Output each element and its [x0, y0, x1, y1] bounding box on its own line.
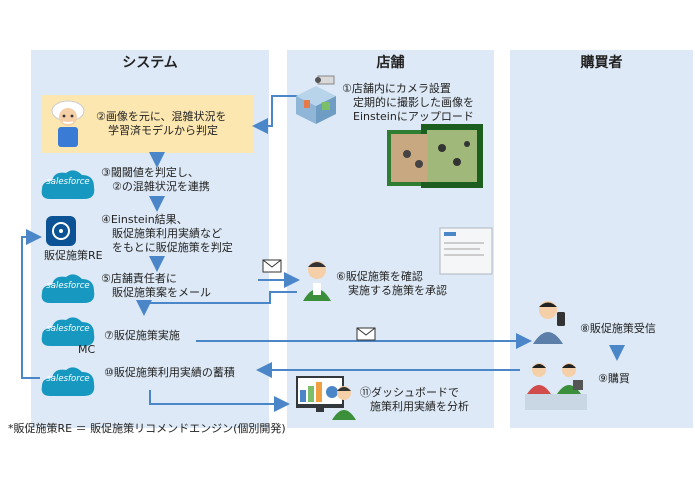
lane-title-system: システム [122, 55, 178, 71]
step-11-line-2: 施策利用実績を分析 [370, 400, 469, 413]
salesforce-logo: salesforce [40, 364, 96, 398]
salesforce-label: salesforce [46, 281, 90, 291]
dashboard-screen-icon [296, 376, 344, 412]
step-4-line-1: ④Einstein結果、 [101, 213, 188, 226]
lane-title-buyer: 購買者 [580, 55, 623, 71]
footnote: *販促施策RE ＝ 販促施策リコメンドエンジン(個別開発) [8, 422, 286, 435]
step-5-line-1: ⑤店舗責任者に [101, 272, 177, 285]
step-6-line-1: ⑥販促施策を確認 [336, 270, 423, 283]
salesforce-label: salesforce [46, 374, 90, 384]
mc-label: MC [78, 343, 96, 356]
salesforce-logo: salesforce [40, 167, 96, 201]
recommend-engine-icon [46, 216, 76, 246]
step-5-line-2: 販促施策案をメール [112, 286, 211, 299]
step-6-line-2: 実施する施策を承認 [348, 284, 447, 297]
step-3-line-1: ③閾閾値を判定し、 [101, 166, 199, 179]
salesforce-label: salesforce [46, 177, 90, 187]
arrow-feedback-loop [21, 229, 42, 379]
mail-icon [262, 259, 282, 273]
lane-title-store: 店舗 [376, 55, 405, 71]
salesforce-logo: salesforce [40, 271, 96, 305]
arrow-6-to-7 [136, 291, 297, 316]
mail-icon [356, 327, 376, 341]
salesforce-cloud-icon [41, 317, 95, 346]
step-10: ⑩販促施策利用実績の蓄積 [104, 366, 235, 379]
store-manager-icon [303, 261, 331, 301]
step-8: ⑧販促施策受信 [580, 322, 656, 335]
arrow-10-to-11 [149, 390, 290, 412]
step-7: ⑦販促施策実施 [104, 329, 180, 342]
proposal-document-image [439, 227, 493, 275]
step-2-line-2: 学習済モデルから判定 [108, 124, 218, 137]
step-4-line-2: 販促施策利用実績など [112, 227, 222, 240]
salesforce-cloud-icon [41, 367, 95, 396]
store-photos-image [387, 124, 483, 188]
step-3-line-2: ②の混雑状況を連携 [112, 180, 210, 193]
purchase-scene-icon [525, 363, 587, 410]
salesforce-label: salesforce [46, 324, 90, 334]
step-11-line-1: ⑪ダッシュボードで [360, 386, 459, 399]
salesforce-logo: salesforce [40, 314, 96, 348]
step-1-line-1: ①店舗内にカメラ設置 [342, 82, 451, 95]
analyst-icon [332, 386, 356, 420]
step-2-line-1: ②画像を元に、混雑状況を [96, 110, 227, 123]
step-4-line-3: をもとに販促施策を判定 [112, 241, 233, 254]
re-label: 販促施策RE [44, 249, 103, 262]
arrow-camera-to-einstein [252, 95, 300, 134]
step-1-line-3: Einsteinにアップロード [353, 110, 474, 123]
salesforce-cloud-icon [41, 274, 95, 303]
salesforce-cloud-icon [41, 170, 95, 199]
camera-store-icon [296, 75, 336, 124]
buyer-phone-icon [533, 301, 565, 344]
step-1-line-2: 定期的に撮影した画像を [353, 96, 474, 109]
einstein-icon [51, 100, 85, 147]
step-9: ⑨購買 [598, 372, 630, 385]
